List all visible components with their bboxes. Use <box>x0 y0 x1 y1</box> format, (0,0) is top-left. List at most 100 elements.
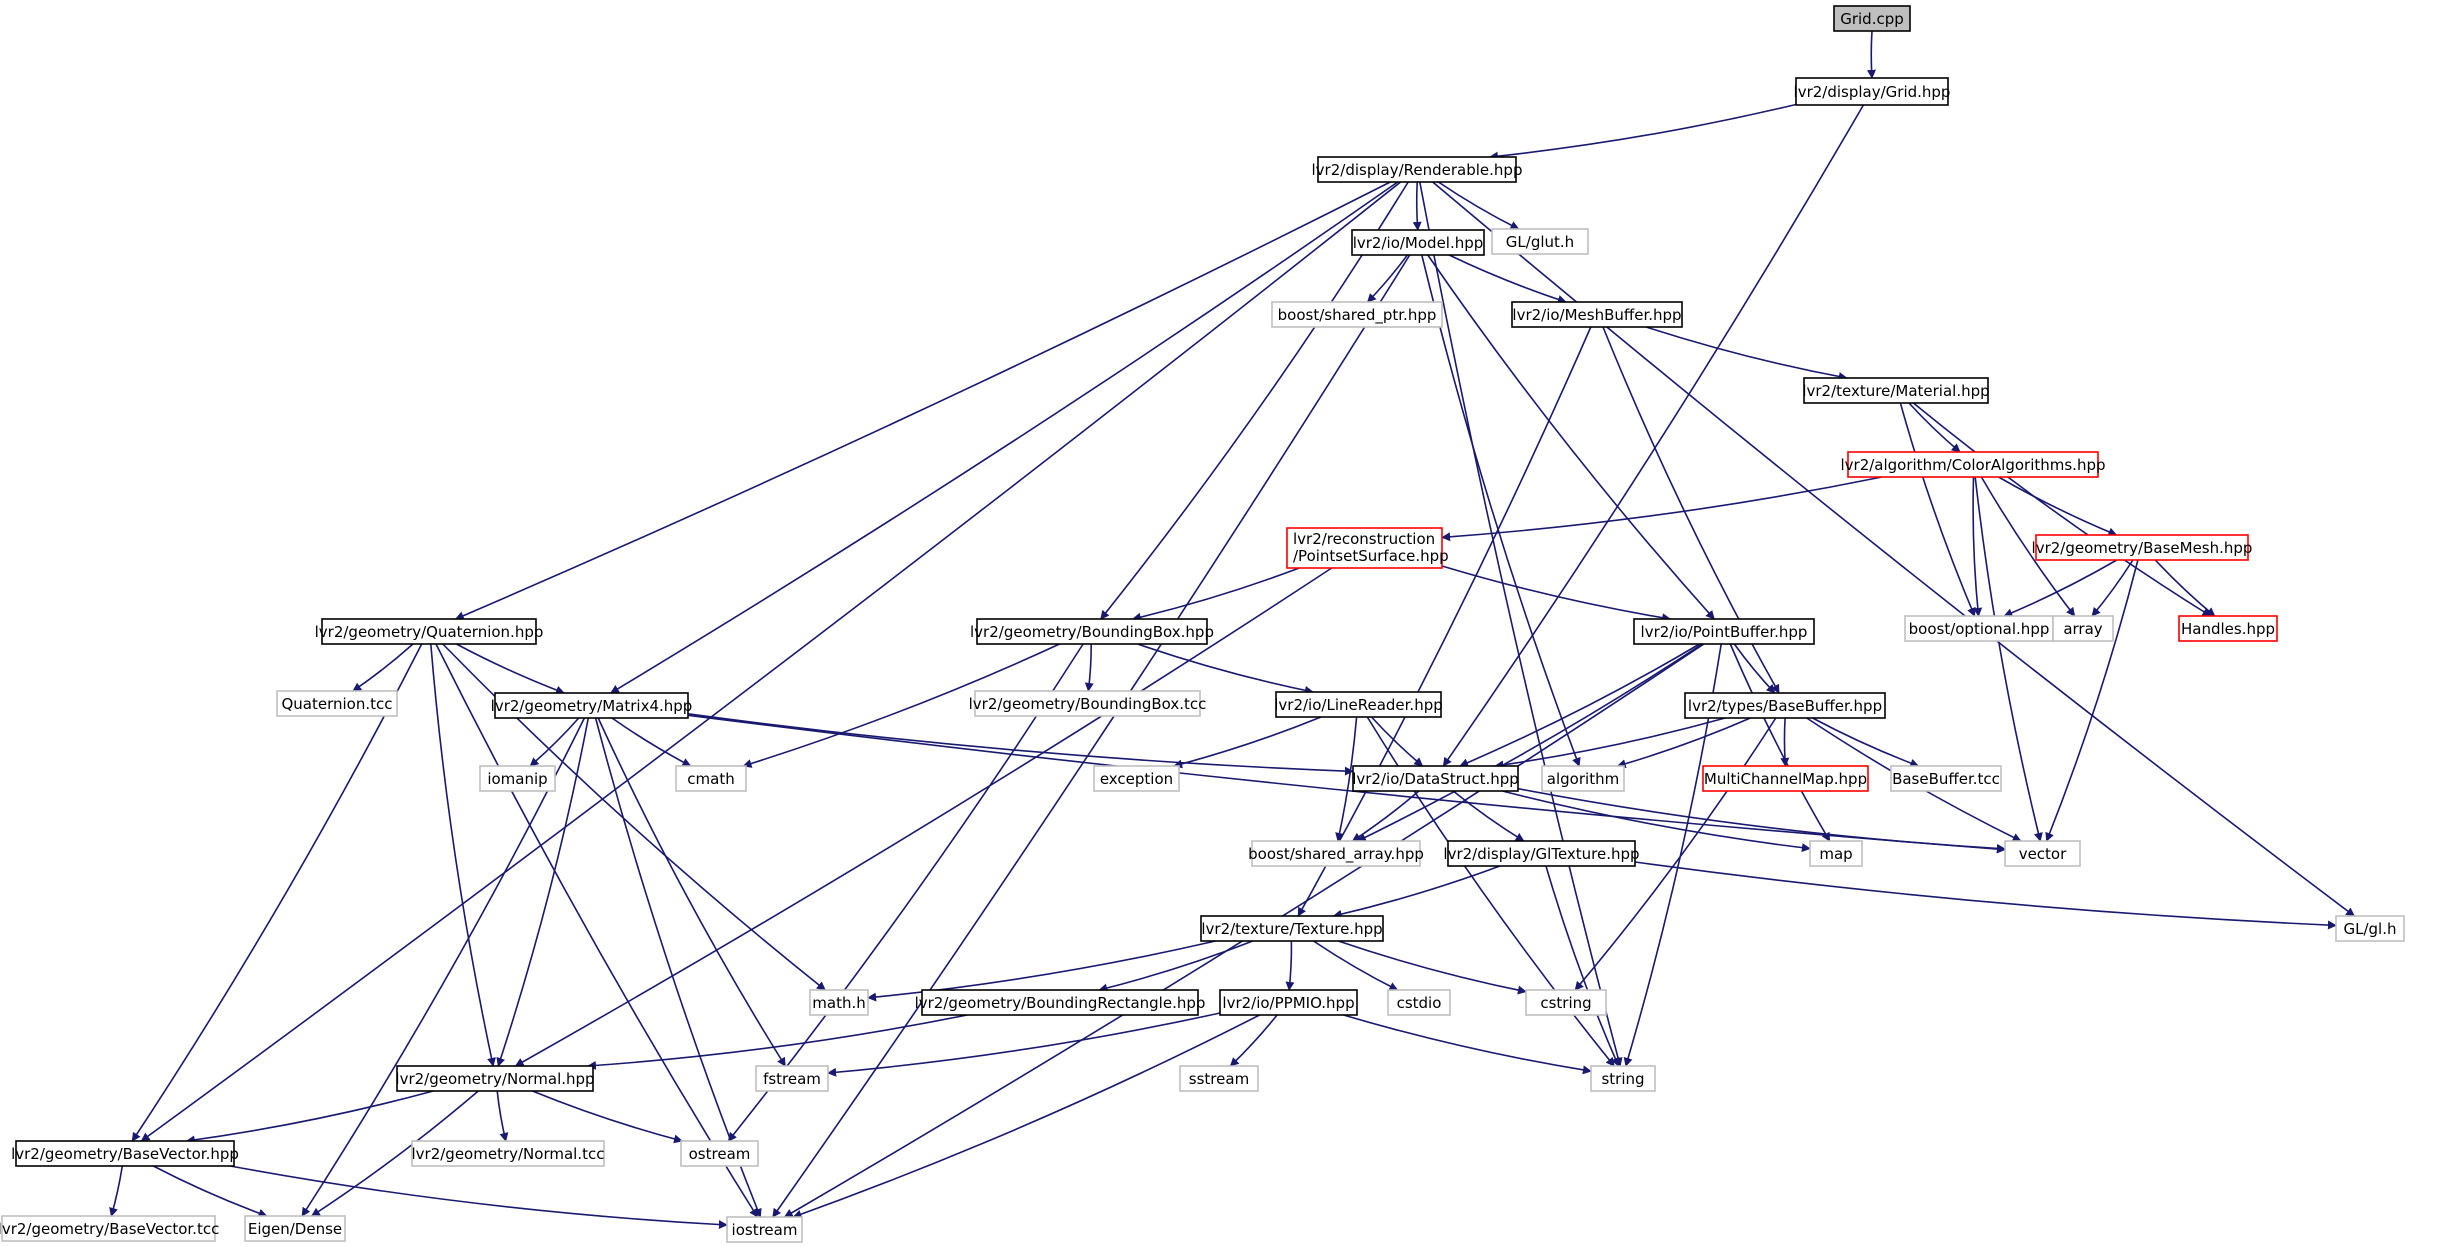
edge-model-to-meshbuffer <box>1448 254 1567 304</box>
node-grid_cpp[interactable]: Grid.cpp <box>1833 5 1911 32</box>
edge-grid_hpp-to-datastruct <box>1442 104 1865 767</box>
node-box-cmath <box>675 765 747 792</box>
node-label-boost_optional: boost/optional.hpp <box>1909 620 2050 638</box>
edge-texture-to-ppmio <box>1285 940 1295 991</box>
node-meshbuffer[interactable]: lvr2/io/MeshBuffer.hpp <box>1511 301 1683 328</box>
node-box-material <box>1803 377 1989 404</box>
node-array: array <box>2052 615 2114 642</box>
edge-pointset-to-normal <box>514 567 1333 1067</box>
node-matrix4[interactable]: lvr2/geometry/Matrix4.hpp <box>491 692 693 719</box>
node-basebuffer[interactable]: lvr2/types/BaseBuffer.hpp <box>1684 692 1886 719</box>
node-glh: GL/gl.h <box>2335 915 2405 942</box>
node-box-basevector <box>15 1140 235 1167</box>
node-box-pointbuffer <box>1633 618 1815 645</box>
edge-datastruct-to-vector <box>1517 787 2006 853</box>
node-label-datastruct: lvr2/io/DataStruct.hpp <box>1352 770 1519 788</box>
node-label-cstring: cstring <box>1540 994 1591 1012</box>
edge-renderable-to-glh <box>1432 181 2356 917</box>
edge-texture-to-cstdio <box>1313 940 1399 991</box>
edge-model-to-boost_shared_ptr <box>1366 254 1409 303</box>
node-cmath: cmath <box>675 765 747 792</box>
node-quaternion[interactable]: lvr2/geometry/Quaternion.hpp <box>315 618 544 645</box>
edge-meshbuffer-to-texture <box>1297 326 1592 917</box>
node-box-iostream <box>726 1216 803 1243</box>
edge-gltexture-to-glh <box>1634 861 2337 930</box>
edge-material-to-coloralg <box>1908 402 1961 453</box>
node-texture[interactable]: lvr2/texture/Texture.hpp <box>1200 915 1384 942</box>
node-basevector_tcc: lvr2/geometry/BaseVector.tcc <box>0 1215 219 1242</box>
node-label-basevector: lvr2/geometry/BaseVector.hpp <box>11 1145 239 1163</box>
edge-renderable-to-string <box>1419 181 1623 1067</box>
node-material[interactable]: lvr2/texture/Material.hpp <box>1802 377 1990 404</box>
node-label-algorithm: algorithm <box>1547 770 1619 788</box>
edge-texture-to-math_h <box>867 940 1216 1002</box>
edge-datastruct-to-gltexture <box>1452 790 1525 842</box>
node-glut: GL/glut.h <box>1491 228 1589 255</box>
node-box-coloralg <box>1847 451 2099 478</box>
node-label-cstdio: cstdio <box>1397 994 1442 1012</box>
node-handles[interactable]: Handles.hpp <box>2178 615 2278 642</box>
node-label-grid_hpp: lvr2/display/Grid.hpp <box>1794 83 1951 101</box>
node-ppmio[interactable]: lvr2/io/PPMIO.hpp <box>1219 989 1358 1016</box>
node-box-basemesh <box>2035 534 2249 561</box>
node-label-cmath: cmath <box>687 770 734 788</box>
node-datastruct[interactable]: lvr2/io/DataStruct.hpp <box>1352 765 1519 792</box>
edge-normal-to-ostream <box>532 1090 683 1144</box>
node-label-quaternion: lvr2/geometry/Quaternion.hpp <box>315 623 544 641</box>
node-boost_shared_array: boost/shared_array.hpp <box>1248 840 1424 867</box>
node-box-basebuffer <box>1684 692 1886 719</box>
node-label-basemesh: lvr2/geometry/BaseMesh.hpp <box>2032 539 2253 557</box>
node-box-ppmio <box>1219 989 1358 1016</box>
edge-coloralg-to-array <box>1980 476 2076 617</box>
node-label-iomanip: iomanip <box>487 770 547 788</box>
edge-basevector-to-basevector_tcc <box>109 1165 124 1217</box>
node-label-basebuffer: lvr2/types/BaseBuffer.hpp <box>1688 697 1882 715</box>
node-coloralg[interactable]: lvr2/algorithm/ColorAlgorithms.hpp <box>1840 451 2106 478</box>
node-basevector[interactable]: lvr2/geometry/BaseVector.hpp <box>11 1140 239 1167</box>
node-label-renderable: lvr2/display/Renderable.hpp <box>1312 161 1523 179</box>
node-quaternion_tcc: Quaternion.tcc <box>276 690 398 717</box>
edge-renderable-to-glut <box>1437 181 1520 230</box>
node-label-exception: exception <box>1100 770 1173 788</box>
node-box-bbox <box>976 618 1208 645</box>
node-bbrect[interactable]: lvr2/geometry/BoundingRectangle.hpp <box>915 989 1206 1016</box>
edge-bbox-to-bbox_tcc <box>1084 643 1094 692</box>
edge-matrix4-to-iomanip <box>529 717 580 767</box>
node-normal[interactable]: lvr2/geometry/Normal.hpp <box>395 1065 595 1092</box>
edge-ppmio-to-sstream <box>1229 1014 1278 1067</box>
node-box-pointset <box>1286 527 1443 569</box>
node-box-math_h <box>809 989 869 1016</box>
node-bbox[interactable]: lvr2/geometry/BoundingBox.hpp <box>970 618 1214 645</box>
node-bbox_tcc: lvr2/geometry/BoundingBox.tcc <box>969 690 1207 717</box>
node-box-gltexture <box>1447 840 1636 867</box>
edge-basebuffer-to-basebuffer_tcc <box>1812 717 1920 768</box>
edge-linereader-to-boost_shared_array <box>1335 716 1358 842</box>
node-label-bbox_tcc: lvr2/geometry/BoundingBox.tcc <box>969 695 1207 713</box>
node-box-map <box>1809 840 1863 867</box>
node-box-model <box>1351 229 1485 256</box>
node-label-model: lvr2/io/Model.hpp <box>1353 234 1484 252</box>
edge-quaternion-to-matrix4 <box>456 643 565 695</box>
edge-bbox-to-linereader <box>1137 643 1314 695</box>
node-box-handles <box>2178 615 2278 642</box>
node-pointset[interactable]: lvr2/reconstruction/PointsetSurface.hpp <box>1286 527 1449 569</box>
node-multichannel[interactable]: MultiChannelMap.hpp <box>1702 765 1869 792</box>
node-label-coloralg: lvr2/algorithm/ColorAlgorithms.hpp <box>1840 456 2105 474</box>
node-box-cstdio <box>1387 989 1451 1016</box>
node-label-glh: GL/gl.h <box>2344 920 2397 938</box>
edge-coloralg-to-basemesh <box>1998 476 2118 537</box>
edge-basemesh-to-handles <box>2154 559 2216 617</box>
node-renderable[interactable]: lvr2/display/Renderable.hpp <box>1312 156 1523 183</box>
node-basemesh[interactable]: lvr2/geometry/BaseMesh.hpp <box>2032 534 2253 561</box>
node-box-basevector_tcc <box>1 1215 216 1242</box>
node-label-linereader: lvr2/io/LineReader.hpp <box>1274 696 1443 714</box>
node-grid_hpp[interactable]: lvr2/display/Grid.hpp <box>1794 77 1951 106</box>
edge-normal-to-normal_tcc <box>496 1090 509 1142</box>
node-model[interactable]: lvr2/io/Model.hpp <box>1351 229 1485 256</box>
edge-bbox-to-cmath <box>742 643 1060 768</box>
node-iomanip: iomanip <box>479 765 556 792</box>
node-eigen: Eigen/Dense <box>244 1215 346 1242</box>
node-linereader[interactable]: lvr2/io/LineReader.hpp <box>1274 691 1443 718</box>
node-gltexture[interactable]: lvr2/display/GlTexture.hpp <box>1443 840 1640 867</box>
node-pointbuffer[interactable]: lvr2/io/PointBuffer.hpp <box>1633 618 1815 645</box>
